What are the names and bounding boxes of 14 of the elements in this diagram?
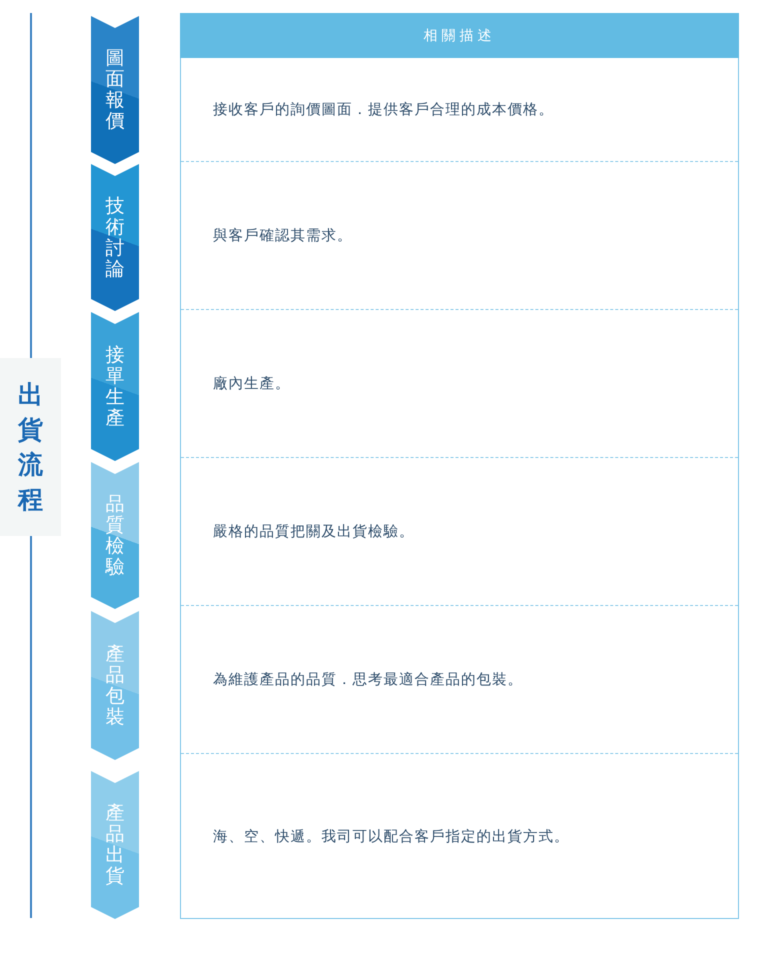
description-text: 為維護產品的品質．思考最適合產品的包裝。 bbox=[213, 670, 523, 689]
chevron-step: 產品出貨 bbox=[91, 771, 139, 919]
description-text: 與客戶確認其需求。 bbox=[213, 226, 352, 245]
chevron-step: 圖面報價 bbox=[91, 16, 139, 164]
description-text: 海、空、快遞。我司可以配合客戶指定的出貨方式。 bbox=[213, 828, 570, 846]
chevron-step: 技術討論 bbox=[91, 164, 139, 311]
chevron-step: 品質檢驗 bbox=[91, 462, 139, 609]
description-text: 接收客戶的詢價圖面．提供客戶合理的成本價格。 bbox=[213, 100, 554, 119]
description-text: 廠內生產。 bbox=[213, 374, 290, 393]
column-header: 相關描述 bbox=[180, 13, 739, 58]
chevron-step: 產品包裝 bbox=[91, 611, 139, 760]
chevron-step: 接單生產 bbox=[91, 312, 139, 461]
description-text: 嚴格的品質把關及出貨檢驗。 bbox=[213, 523, 414, 541]
heading-tile: 出貨流程 bbox=[0, 358, 61, 536]
